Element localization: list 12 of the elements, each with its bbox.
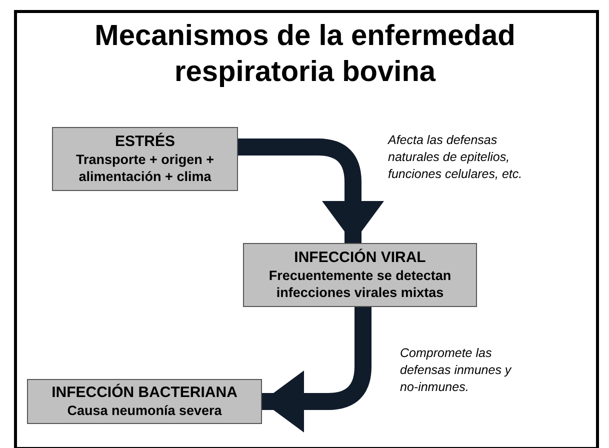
process-box [27,379,262,424]
box-description: Frecuentemente se detectan infecciones virales mixtas [268,267,452,301]
curved-arrow [262,307,372,432]
curved-arrow [238,138,384,243]
box-heading: ESTRÉS [114,133,176,151]
box-heading: INFECCIÓN VIRAL [293,249,427,267]
process-box [52,127,238,191]
title: Mecanismos de la enfermedad respiratoria bovina [94,19,516,90]
box-heading: INFECCIÓN BACTERIANA [50,384,238,402]
box-description: Causa neumonía severa [66,402,223,419]
process-box [243,243,477,307]
box-description: Transporte + origen + alimentación + clima [74,151,216,185]
